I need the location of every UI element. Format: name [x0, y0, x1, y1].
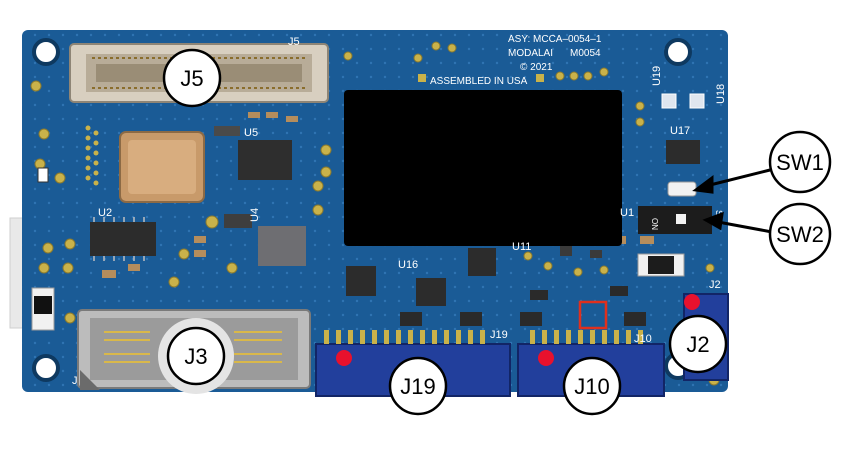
- u5-module: [119, 131, 205, 203]
- u17-chip: [666, 140, 700, 164]
- refdes-u2: U2: [98, 207, 112, 219]
- callout-j19: J19: [388, 356, 448, 416]
- gold-pads: [30, 41, 720, 386]
- silk-asy: ASY: MCCA–0054–1: [508, 34, 602, 45]
- u19-part: [661, 93, 677, 109]
- callout-j3: J3: [158, 318, 234, 394]
- via-column: [85, 125, 99, 186]
- ic-lower-mid: [416, 278, 446, 306]
- svg-text:J5: J5: [180, 66, 203, 91]
- callout-j2: J2: [668, 314, 728, 374]
- callout-arrows: [692, 168, 773, 234]
- svg-text:SW1: SW1: [776, 150, 824, 175]
- refdes-u16: U16: [398, 259, 418, 271]
- refdes-j5: J5: [288, 36, 300, 48]
- refdes-u5: U5: [244, 127, 258, 139]
- left-diode: [31, 287, 55, 331]
- silk-origin: ASSEMBLED IN USA: [430, 76, 528, 87]
- u16-chip: [346, 266, 376, 296]
- refdes-u18: U18: [715, 84, 727, 104]
- smd-components: [37, 112, 654, 326]
- refdes-u1: U1: [620, 207, 634, 219]
- silk-square-left: [418, 74, 426, 82]
- callout-j10: J10: [562, 356, 622, 416]
- refdes-u11: U11: [512, 241, 531, 253]
- silk-copyright: © 2021: [520, 62, 553, 73]
- refdes-u19: U19: [651, 66, 663, 86]
- highlight-box: [578, 300, 608, 330]
- u2-chip: [90, 217, 156, 261]
- svg-text:SW2: SW2: [776, 222, 824, 247]
- callout-sw2: SW2: [768, 202, 832, 266]
- u4-chip: [258, 226, 306, 266]
- refdes-j19: J19: [490, 329, 508, 341]
- sw1-button: [667, 181, 697, 197]
- svg-text:J10: J10: [574, 374, 609, 399]
- silk-on: ON: [650, 218, 659, 230]
- u11-chip: [468, 248, 496, 276]
- refdes-j1: J: [72, 375, 78, 387]
- silk-part: M0054: [570, 48, 601, 59]
- sw2-switch: [638, 206, 712, 234]
- callout-sw1: SW1: [768, 130, 832, 194]
- svg-text:J3: J3: [184, 344, 207, 369]
- ic-upper: [238, 140, 292, 180]
- svg-text:J19: J19: [400, 374, 435, 399]
- callout-j5: J5: [162, 48, 222, 108]
- main-processor-module: [344, 90, 622, 246]
- refdes-u4: U4: [249, 208, 261, 222]
- refdes-j2: J2: [709, 279, 721, 291]
- refdes-j10: J10: [634, 333, 652, 345]
- refdes-u17: U17: [670, 125, 690, 137]
- u18-part: [689, 93, 705, 109]
- svg-text:J2: J2: [686, 332, 709, 357]
- fuse-component: [637, 253, 685, 277]
- silk-square-right: [536, 74, 544, 82]
- silk-maker: MODALAI: [508, 48, 553, 59]
